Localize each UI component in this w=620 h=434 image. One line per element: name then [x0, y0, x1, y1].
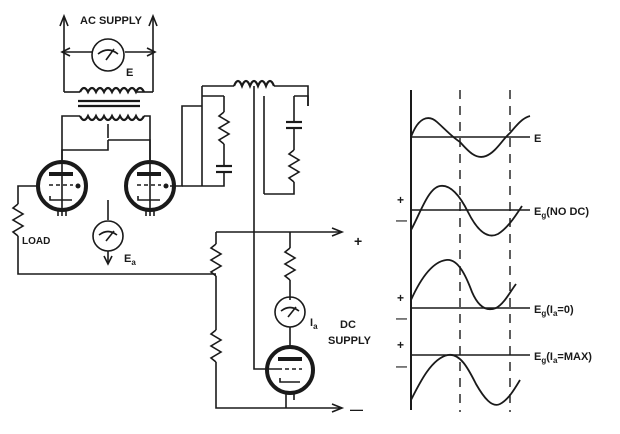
meter-ea: Ea: [92, 200, 136, 267]
waveform-eg-ia-max: [410, 354, 521, 406]
minus-sign-3: —: [396, 361, 407, 373]
minus-sign-1: —: [396, 215, 407, 227]
plus-sign-3: +: [397, 338, 404, 352]
meter-ea-face: [92, 220, 124, 252]
waveform-panel: E + — Eg(NO DC) + — Eg(Ia=0) + — Eg(Ia=M…: [396, 90, 592, 412]
eg-ia-max-sub: g: [541, 356, 546, 365]
transformer-secondary-coil: [79, 113, 145, 122]
eg-ia-max-suffix: (I: [546, 351, 553, 363]
eg-ia-zero-main: E: [534, 304, 541, 316]
eg-ia-max-main: E: [534, 351, 541, 363]
eg-ia-max-suffix2: =MAX): [557, 351, 592, 363]
meter-ea-label: E: [124, 253, 131, 265]
load-label: LOAD: [22, 236, 50, 247]
meter-ea-sub: a: [131, 258, 136, 267]
eg-no-dc-sub: g: [541, 211, 546, 220]
dc-minus-sign: —: [350, 402, 363, 417]
eg-ia-zero-suffix2: =0): [557, 304, 574, 316]
svg-text:Eg(Ia=MAX): Eg(Ia=MAX): [534, 351, 592, 365]
meter-ia-sub: a: [313, 322, 318, 331]
eg-no-dc-suffix: (NO DC): [546, 206, 589, 218]
eg-ia-zero-sub2: a: [553, 309, 558, 318]
meter-e-face: [91, 38, 125, 72]
waveform-eg-no-dc: [410, 185, 523, 237]
meter-ia-label: I: [310, 317, 313, 329]
waveform-e: [410, 115, 531, 158]
dc-plus-sign: +: [354, 233, 362, 249]
ac-supply-section: AC SUPPLY: [59, 13, 158, 93]
ac-supply-label: AC SUPPLY: [80, 15, 143, 27]
svg-text:Ea: Ea: [124, 253, 136, 267]
svg-text:Eg(NO DC): Eg(NO DC): [534, 206, 589, 220]
eg-no-dc-main: E: [534, 206, 541, 218]
eg-ia-max-sub2: a: [553, 356, 558, 365]
grid-inductor: [232, 79, 276, 89]
load-resistor: LOAD: [11, 185, 216, 275]
transformer: [61, 86, 151, 160]
dc-supply-section: + — Ia DC SUPPLY: [209, 96, 372, 417]
minus-sign-2: —: [396, 313, 407, 325]
dc-supply-line2: SUPPLY: [328, 335, 372, 347]
eg-ia-zero-suffix: (I: [546, 304, 553, 316]
dc-supply-line1: DC: [340, 319, 356, 331]
svg-text:Eg(Ia=0): Eg(Ia=0): [534, 304, 574, 318]
meter-e: E: [91, 38, 133, 79]
eg-ia-zero-sub: g: [541, 309, 546, 318]
svg-text:Ia: Ia: [310, 317, 318, 331]
plus-sign-1: +: [397, 193, 404, 207]
tube-dc-envelope: [265, 345, 315, 395]
plus-sign-2: +: [397, 291, 404, 305]
transformer-primary-coil: [79, 86, 145, 95]
meter-ia-face: [274, 296, 306, 328]
waveform-e-label: E: [534, 133, 541, 145]
grid-network: [61, 79, 309, 216]
waveform-eg-ia-zero: [410, 259, 517, 311]
meter-e-label: E: [126, 67, 133, 79]
